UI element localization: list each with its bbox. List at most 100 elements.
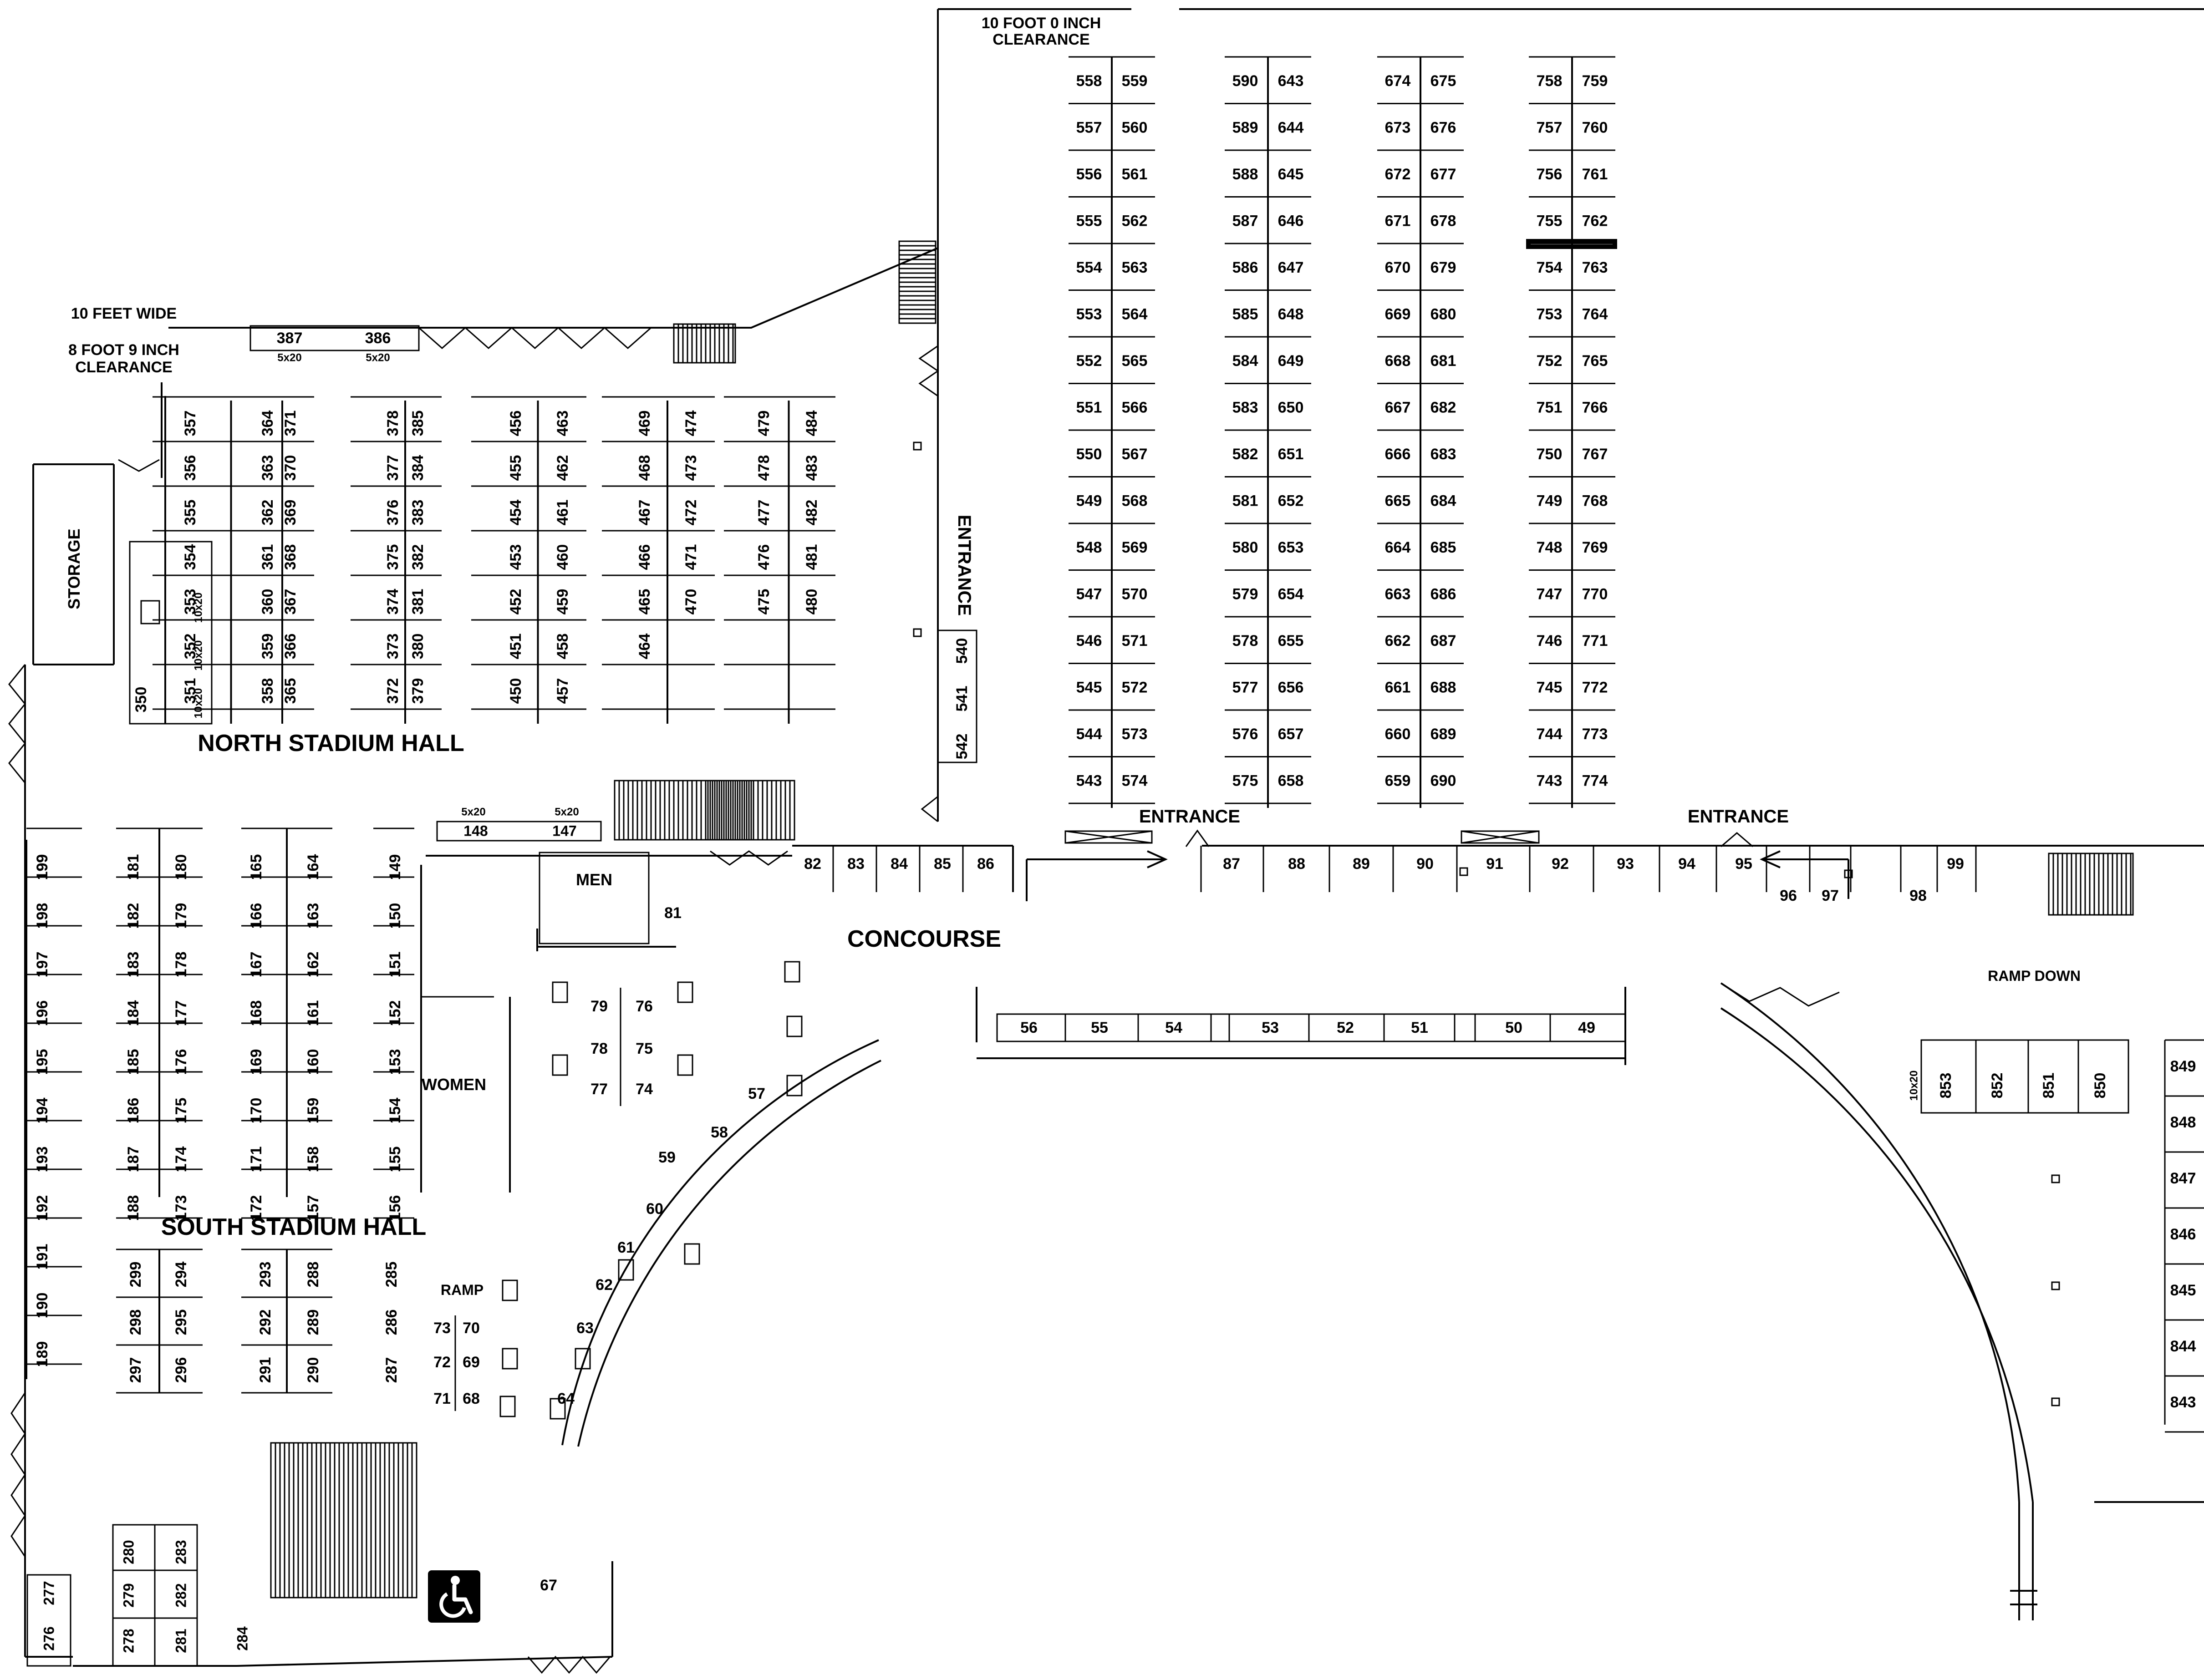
booth-number: 851 <box>2040 1073 2057 1099</box>
booth-number: 160 <box>305 1049 322 1075</box>
booth-number: 656 <box>1278 679 1304 696</box>
booth-number: 50 <box>1505 1019 1522 1036</box>
booth-number: 570 <box>1122 585 1148 603</box>
booth-number: 561 <box>1122 166 1148 183</box>
booth-number: 557 <box>1076 119 1102 136</box>
wall-line <box>1185 829 1210 847</box>
side-entrance-label: ENTRANCE <box>954 515 974 616</box>
booth-number: 454 <box>507 500 524 526</box>
booth-number: 372 <box>384 678 402 704</box>
booth-number: 63 <box>576 1320 594 1337</box>
booth-number: 688 <box>1430 679 1456 696</box>
booth-number: 73 <box>433 1320 451 1337</box>
booth-number: 286 <box>383 1309 400 1335</box>
booth-number: 276 <box>41 1626 57 1650</box>
booth-number: 763 <box>1582 259 1608 276</box>
booth-number: 364 <box>259 411 276 436</box>
booth-number: 191 <box>34 1244 51 1270</box>
booth-number: 294 <box>173 1262 190 1288</box>
booth-number: 572 <box>1122 679 1148 696</box>
booth-number: 367 <box>282 589 299 615</box>
booth-number: 465 <box>636 589 653 615</box>
booth-number: 283 <box>173 1540 189 1564</box>
booth-number: 464 <box>636 634 653 660</box>
booth-number: 165 <box>248 854 265 880</box>
booth-number: 555 <box>1076 212 1102 229</box>
booth-number: 648 <box>1278 305 1304 323</box>
clearance-height-label: 8 FOOT 9 INCH <box>68 341 179 359</box>
booth-number: 481 <box>803 544 820 570</box>
booth-number: 547 <box>1076 585 1102 603</box>
booth-number: 365 <box>282 678 299 704</box>
booth-number: 95 <box>1735 855 1752 873</box>
booth-number: 544 <box>1076 726 1102 743</box>
wall-rect <box>786 1015 803 1037</box>
booth-number: 171 <box>248 1147 265 1172</box>
booth-number: 162 <box>305 952 322 978</box>
wall-line <box>1065 830 1152 844</box>
booth-number: 387 <box>277 330 303 347</box>
arc-wall <box>577 1060 881 1447</box>
booth-number: 582 <box>1232 446 1258 463</box>
booth-number: 846 <box>2170 1226 2196 1243</box>
booth-number: 663 <box>1385 585 1411 603</box>
booth-number: 182 <box>125 903 142 929</box>
booth-number: 177 <box>173 1000 190 1026</box>
wall-rect <box>1064 830 1153 844</box>
wall-rect <box>2048 853 2134 916</box>
booth-number: 764 <box>1582 305 1608 323</box>
entrance-label-1: ENTRANCE <box>1139 807 1240 827</box>
booth-number: 60 <box>646 1200 663 1218</box>
booth-number: 282 <box>173 1583 189 1607</box>
wall-rect <box>575 1348 591 1370</box>
booth-number: 566 <box>1122 399 1148 416</box>
booth-number: 84 <box>891 855 908 873</box>
booth-number: 150 <box>387 903 404 929</box>
booth-number: 385 <box>409 411 427 436</box>
wall-rect <box>502 1279 518 1301</box>
booth-number: 153 <box>387 1049 404 1075</box>
booth-number: 280 <box>120 1540 137 1564</box>
booth-number: 297 <box>127 1357 144 1383</box>
booth-number: 558 <box>1076 72 1102 90</box>
wall-line <box>1760 850 1848 868</box>
booth-number: 562 <box>1122 212 1148 229</box>
booth-number: 853 <box>1937 1073 1955 1099</box>
booth-number: 351 <box>182 678 199 704</box>
booth-number: 659 <box>1385 772 1411 789</box>
booth-number: 587 <box>1232 212 1258 229</box>
booth-grid: 5585575565555545535525515505495485475465… <box>34 72 2196 1653</box>
booth-number: 552 <box>1076 352 1102 370</box>
booth-number: 189 <box>34 1341 51 1367</box>
size-label: 10x20 <box>192 640 204 671</box>
booth-number: 93 <box>1617 855 1634 873</box>
wall-rect <box>436 821 602 842</box>
booth-number: 590 <box>1232 72 1258 90</box>
booth-number: 476 <box>755 544 773 570</box>
booth-number: 670 <box>1385 259 1411 276</box>
booth-number: 62 <box>596 1276 613 1294</box>
women-label: WOMEN <box>422 1075 486 1094</box>
booth-number: 362 <box>259 500 276 526</box>
size-label: 10x20 <box>192 688 204 719</box>
booth-number: 91 <box>1486 855 1503 873</box>
booth-number: 461 <box>554 500 571 526</box>
wall-rect <box>550 1398 566 1420</box>
booth-number: 646 <box>1278 212 1304 229</box>
booth-number: 678 <box>1430 212 1456 229</box>
wall-rect <box>1459 867 1468 876</box>
booth-number: 848 <box>2170 1114 2196 1131</box>
booth-number: 180 <box>173 854 190 880</box>
booth-number: 287 <box>383 1357 400 1383</box>
booth-number: 370 <box>282 455 299 481</box>
wall-line <box>118 459 160 472</box>
booth-number: 472 <box>682 500 700 526</box>
booth-number: 480 <box>803 589 820 615</box>
booth-number: 352 <box>182 634 199 660</box>
booth-number: 567 <box>1122 446 1148 463</box>
booth-number: 450 <box>507 678 524 704</box>
booth-number: 766 <box>1582 399 1608 416</box>
wall-line <box>10 1392 26 1557</box>
booth-number: 194 <box>34 1098 51 1124</box>
